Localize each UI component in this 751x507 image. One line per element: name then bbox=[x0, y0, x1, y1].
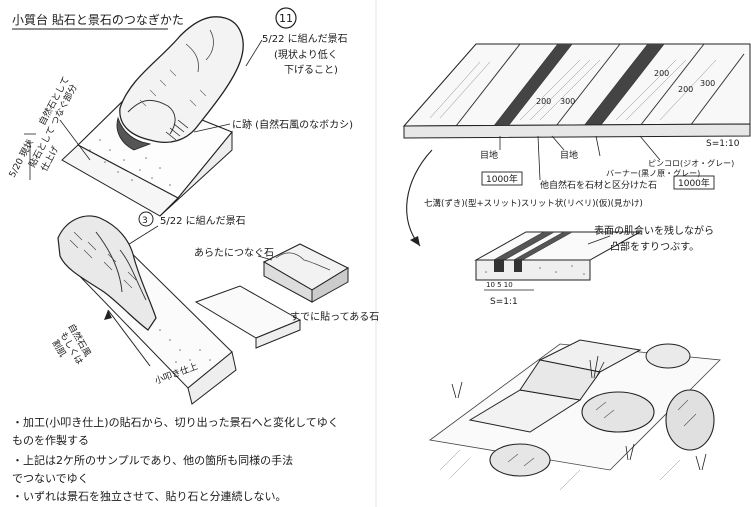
curved-arrow bbox=[406, 149, 433, 247]
detail-dims: 10 5 10 bbox=[486, 281, 513, 289]
bottom-callout-new-stone: あらたにつなぐ石 bbox=[194, 247, 274, 259]
left-page-title: 小質台 貼石と景石のつなぎかた bbox=[12, 12, 184, 27]
note-line-3: ・上記は2ケ所のサンプルであり、他の箇所も同様の手法 bbox=[12, 453, 293, 467]
top-callout-date-c: 下げること) bbox=[284, 64, 338, 76]
bottom-callout-existing: すでに貼ってある石 bbox=[290, 310, 379, 323]
dim-c: 200 bbox=[654, 69, 669, 78]
existing-slab bbox=[194, 285, 302, 349]
slit-detail bbox=[474, 231, 642, 291]
top-stone-sketch bbox=[61, 16, 244, 217]
top-callout-date-a: 5/22 に組んだ景石 bbox=[262, 32, 348, 45]
detail-note-b: 凸部をすりつぶす。 bbox=[610, 240, 699, 253]
sheet-number: 11 bbox=[279, 12, 293, 25]
bottom-sketch-number: 3 bbox=[142, 216, 148, 226]
dim-a: 200 bbox=[536, 97, 551, 106]
bottom-stone-sketch bbox=[57, 215, 237, 405]
label-natural: 他自然石を石材と区分けた石 bbox=[540, 179, 657, 191]
label-joint-right: 目地 bbox=[560, 149, 578, 161]
label-pavement: ピンコロ(ジオ・グレー) bbox=[648, 158, 734, 168]
new-stone-block bbox=[262, 243, 350, 303]
note-line-4: でつないでゆく bbox=[12, 472, 89, 485]
detail-scale: S=1:1 bbox=[490, 297, 518, 307]
note-line-2: ものを作製する bbox=[12, 433, 89, 447]
note-line-1: ・加工(小叩き仕上)の貼石から、切り出った景石へと変化してゆく bbox=[12, 415, 339, 429]
top-callout-joint: に跡 (自然石風のなボカシ) bbox=[232, 118, 353, 131]
detail-note-a: 表面の肌合いを残しながら bbox=[594, 224, 714, 237]
notes-block: ・加工(小叩き仕上)の貼石から、切り出った景石へと変化してゆく ものを作製する … bbox=[12, 415, 339, 503]
note-line-5: ・いずれは景石を独立させて、貼り石と分連続しない。 bbox=[12, 489, 286, 503]
label-slit: 七溝(ずき)(型+スリット)スリット状(リベリ)(仮)(見かけ) bbox=[424, 198, 643, 209]
dim-d: 200 bbox=[678, 85, 693, 94]
label-joint-left: 目地 bbox=[480, 149, 498, 161]
paving-perspective bbox=[402, 43, 751, 139]
bottom-sketch-number-circle bbox=[138, 211, 154, 227]
top-callout-date-b: (現状より低く bbox=[274, 48, 338, 61]
section-scale: S=1:10 bbox=[706, 139, 740, 149]
label-burner: バーナー(黒ノ原・グレー) bbox=[606, 168, 700, 178]
label-spec-right: 1000年 bbox=[678, 177, 710, 189]
label-spec-left: 1000年 bbox=[486, 173, 518, 185]
dim-e: 300 bbox=[700, 79, 715, 88]
sheet-number-circle bbox=[275, 7, 297, 29]
garden-perspective-sketch bbox=[429, 339, 721, 491]
bottom-callout-date: 5/22 に組んだ景石 bbox=[160, 214, 246, 227]
dim-b: 300 bbox=[560, 97, 575, 106]
